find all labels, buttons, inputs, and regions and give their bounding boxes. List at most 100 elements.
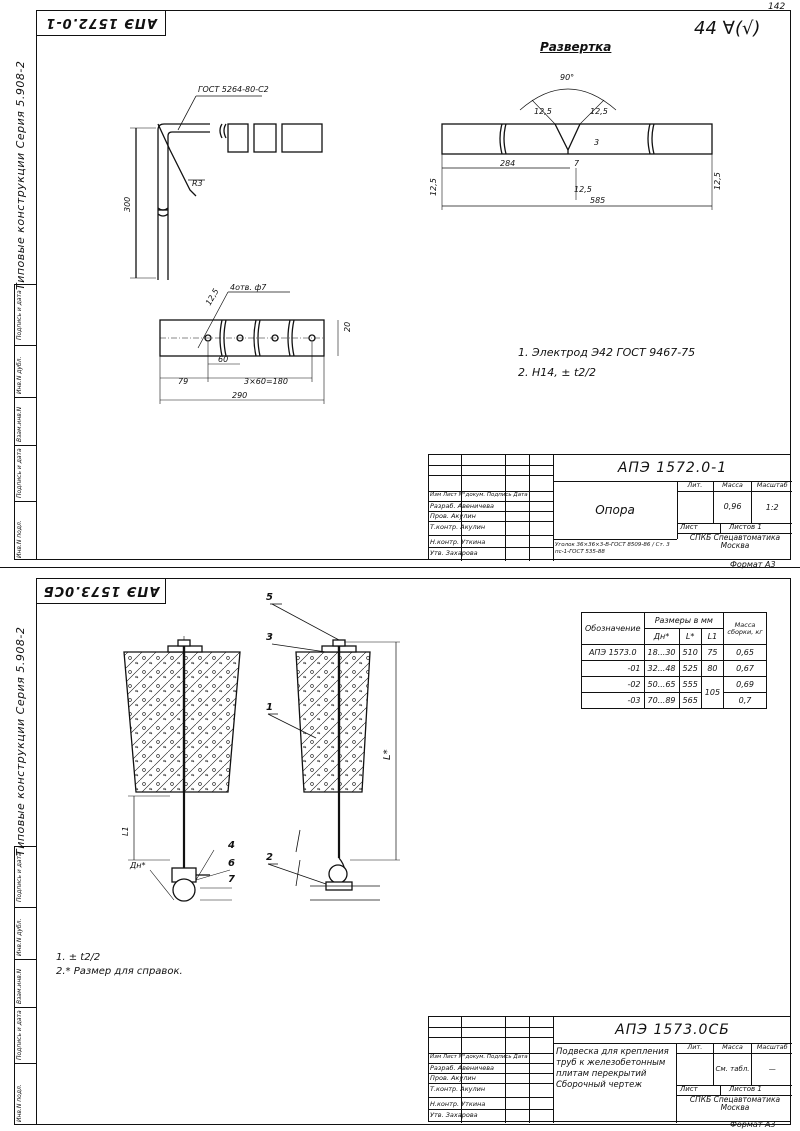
dim-12-5e: 12,5 <box>713 172 722 190</box>
tb1-row-header: Изм Лист N°докум. Подпись Дата <box>430 492 528 498</box>
dim-12-5b: 12,5 <box>590 107 608 116</box>
table-row: -02 50...65 555 105 0,69 <box>581 676 767 709</box>
table-row: -03 70...89 565 0,7 <box>581 692 767 709</box>
tb1-row-razrab: Разраб. Авеничева <box>430 502 495 510</box>
dim-585: 585 <box>590 196 605 205</box>
table-row: -01 32...48 525 80 0,67 <box>581 660 767 677</box>
label-dn: Дн* <box>129 861 145 870</box>
tb2-row-utv: Утв. Захарова <box>430 1111 478 1119</box>
cell: -01 <box>581 660 645 677</box>
cell: 510 <box>678 644 702 661</box>
note-1-1: 1. Электрод Э42 ГОСТ 9467-75 <box>518 346 696 359</box>
tb2-code: АПЭ 1573.0СБ <box>553 1017 792 1044</box>
page-number: 142 <box>768 2 786 12</box>
callout-3: 3 <box>266 632 273 643</box>
cell: 80 <box>700 660 725 677</box>
note-1-2: 2. Н14, ± t2/2 <box>518 366 596 379</box>
spec-h-sizes: Размеры в мм <box>643 612 725 629</box>
tb1-row-prov: Пров. Акулин <box>430 512 476 520</box>
callout-1: 1 <box>266 702 273 713</box>
tb2-name: Подвеска для крепления труб к железобето… <box>553 1043 677 1123</box>
cell: 0,7 <box>723 692 767 709</box>
label-lstar: L* <box>382 749 393 760</box>
cell: 525 <box>678 660 702 677</box>
handwritten-mark: 44 ∀(√) <box>694 18 761 39</box>
cell: 75 <box>700 644 725 661</box>
format-1: Формат А3 <box>730 560 776 569</box>
drawing-sheet-1: ГОСТ 5264-80-С2 300 R3 90° 12,5 12,5 284… <box>123 73 722 404</box>
side-strip-2 <box>14 846 37 1125</box>
side-strip-1 <box>14 284 37 560</box>
callout-6: 6 <box>228 858 235 869</box>
sheet-2 <box>36 578 791 1125</box>
dim-7: 7 <box>574 159 580 168</box>
dim-12-5a: 12,5 <box>534 107 552 116</box>
cell: 555 <box>678 676 702 693</box>
tb2-row-nkontr: Н.контр. Уткина <box>430 1100 486 1108</box>
note-2-1: 1. ± t2/2 <box>56 952 101 963</box>
cell: 0,67 <box>723 660 767 677</box>
tb1-values: 0,96 1:2 <box>677 491 792 524</box>
dim-r3: R3 <box>192 179 203 188</box>
tb2-row-header: Изм Лист N°докум. Подпись Дата <box>430 1054 528 1060</box>
spec-h-designation: Обозначение <box>581 612 645 645</box>
page-divider <box>0 567 800 568</box>
spec-h-mass: Масса сборки, кг <box>723 612 767 645</box>
tb1-name: Опора <box>553 481 678 539</box>
tb2-values: См. табл. — <box>677 1053 792 1086</box>
cell: 50...65 <box>643 676 680 693</box>
callout-5: 5 <box>266 592 273 603</box>
callout-7: 7 <box>228 874 235 885</box>
dim-20: 20 <box>343 322 352 332</box>
unfold-title: Развертка <box>540 40 612 54</box>
dim-12-5c: 12,5 <box>574 185 592 194</box>
dim-12-5f: 12,5 <box>204 287 221 307</box>
spec-h-l1: L1 <box>700 628 725 645</box>
drawing-sheet-2: 5 3 1 2 4 6 7 L1 L* Дн* <box>121 592 400 902</box>
dim-300: 300 <box>123 197 132 212</box>
tb1-sheets: Лист Листов 1 <box>677 523 792 534</box>
cell: 565 <box>678 692 702 709</box>
cell: 32...48 <box>643 660 680 677</box>
tb2-row-razrab: Разраб. Авеничева <box>430 1064 495 1072</box>
dim-290: 290 <box>232 391 247 400</box>
dim-12-5d: 12,5 <box>429 178 438 196</box>
table-row: АПЭ 1573.0 18...30 510 75 0,65 <box>581 644 767 661</box>
tb1-row-nkontr: Н.контр. Уткина <box>430 538 486 546</box>
tb2-row-tkontr: Т.контр. Акулин <box>430 1085 486 1093</box>
tb1-material: Уголок 36×36×3-В-ГОСТ 8509-86 / Ст. 3 пс… <box>553 539 677 561</box>
cell: 0,65 <box>723 644 767 661</box>
cell: АПЭ 1573.0 <box>581 644 645 661</box>
spec-table: Обозначение Размеры в мм Масса сборки, к… <box>581 612 767 709</box>
tb2-sheets: Лист Листов 1 <box>677 1085 792 1096</box>
format-2: Формат А3 <box>730 1120 776 1129</box>
dim-angle: 90° <box>560 73 574 82</box>
dim-180: 3×60=180 <box>244 377 288 386</box>
tb2-org: СПКБ Спецавтоматика Москва <box>689 1095 781 1112</box>
tb2-row-prov: Пров. Акулин <box>430 1074 476 1082</box>
dim-3: 3 <box>594 138 599 147</box>
tb1-code: АПЭ 1572.0-1 <box>553 455 792 482</box>
cell: -03 <box>581 692 645 709</box>
gost-label: ГОСТ 5264-80-С2 <box>198 85 269 94</box>
label-l1: L1 <box>121 826 130 836</box>
tb1-headers: Лит. Масса Масштаб <box>677 481 792 492</box>
tb1-row-utv: Утв. Захарова <box>430 549 478 557</box>
dim-60: 60 <box>218 355 228 364</box>
spec-h-l: L* <box>678 628 702 645</box>
tb1-row-tkontr: Т.контр. Акулин <box>430 523 486 531</box>
title-block-2: Изм Лист N°докум. Подпись Дата Разраб. А… <box>428 1016 792 1123</box>
tb2-headers: Лит. Масса Масштаб <box>677 1043 792 1054</box>
cell: 0,69 <box>723 676 767 693</box>
dim-284: 284 <box>500 159 515 168</box>
dim-79: 79 <box>178 377 188 386</box>
spec-h-dn: Дн* <box>643 628 680 645</box>
title-block-1: Изм Лист N°докум. Подпись Дата Разраб. А… <box>428 454 792 561</box>
callout-4: 4 <box>227 840 235 851</box>
sheet-1 <box>36 10 791 560</box>
note-2-2: 2.* Размер для справок. <box>56 966 183 977</box>
dim-holes: 4отв. ф7 <box>230 283 267 292</box>
cell: 105 <box>700 676 725 709</box>
tb1-org: СПКБ Спецавтоматика Москва <box>689 533 781 550</box>
cell: 18...30 <box>643 644 680 661</box>
